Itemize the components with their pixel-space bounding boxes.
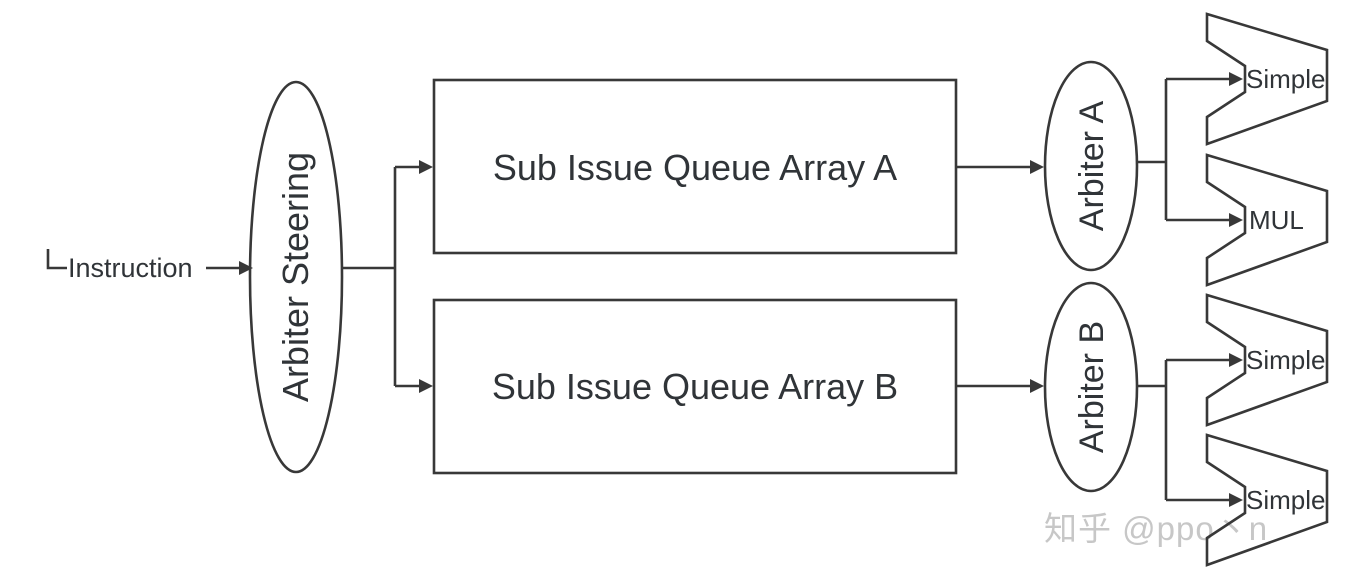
arbiter-a-ellipse — [1043, 60, 1139, 272]
execution-unit-simple-1-label: Simple — [1246, 64, 1325, 94]
arbiter-steering-ellipse — [248, 80, 344, 474]
arbiter-b-distribution-connector — [1137, 358, 1231, 502]
execution-unit-simple-3-label: Simple — [1246, 485, 1325, 515]
arbiter-b-to-simple-2-arrowhead-icon — [1229, 493, 1243, 507]
arbiter-b-label: Arbiter B — [1073, 321, 1111, 453]
arbiter-a-distribution-connector — [1137, 77, 1231, 222]
steering-split-connector — [342, 165, 421, 388]
execution-unit-simple-1-shape — [1205, 12, 1329, 146]
arbiter-b-to-simple-1-arrowhead-icon — [1229, 353, 1243, 367]
steering-to-queue-a-arrowhead-icon — [419, 160, 433, 174]
execution-unit-simple-2-label: Simple — [1246, 345, 1325, 375]
queue-b-arrowhead-icon — [1030, 379, 1044, 393]
queue-b-label: Sub Issue Queue Array B — [492, 366, 898, 407]
execution-unit-mul-shape — [1205, 153, 1329, 287]
arbiter-a-to-mul-arrowhead-icon — [1229, 213, 1243, 227]
instruction-label: Instruction — [68, 253, 193, 283]
arbiter-a-to-simple-arrowhead-icon — [1229, 72, 1243, 86]
arbiter-a-label: Arbiter A — [1073, 100, 1111, 231]
execution-unit-mul-label: MUL — [1249, 205, 1304, 235]
instruction-arrowhead-icon — [239, 261, 253, 275]
arbiter-steering-label: Arbiter Steering — [275, 152, 316, 402]
steering-to-queue-b-arrowhead-icon — [419, 379, 433, 393]
queue-a-arrowhead-icon — [1030, 160, 1044, 174]
execution-unit-simple-2-shape — [1205, 293, 1329, 427]
execution-unit-simple-3-shape — [1205, 433, 1329, 567]
queue-a-label: Sub Issue Queue Array A — [493, 147, 897, 188]
zhihu-watermark: 知乎 @ppo丶n — [1044, 510, 1269, 547]
instruction-bracket-line — [46, 249, 67, 270]
